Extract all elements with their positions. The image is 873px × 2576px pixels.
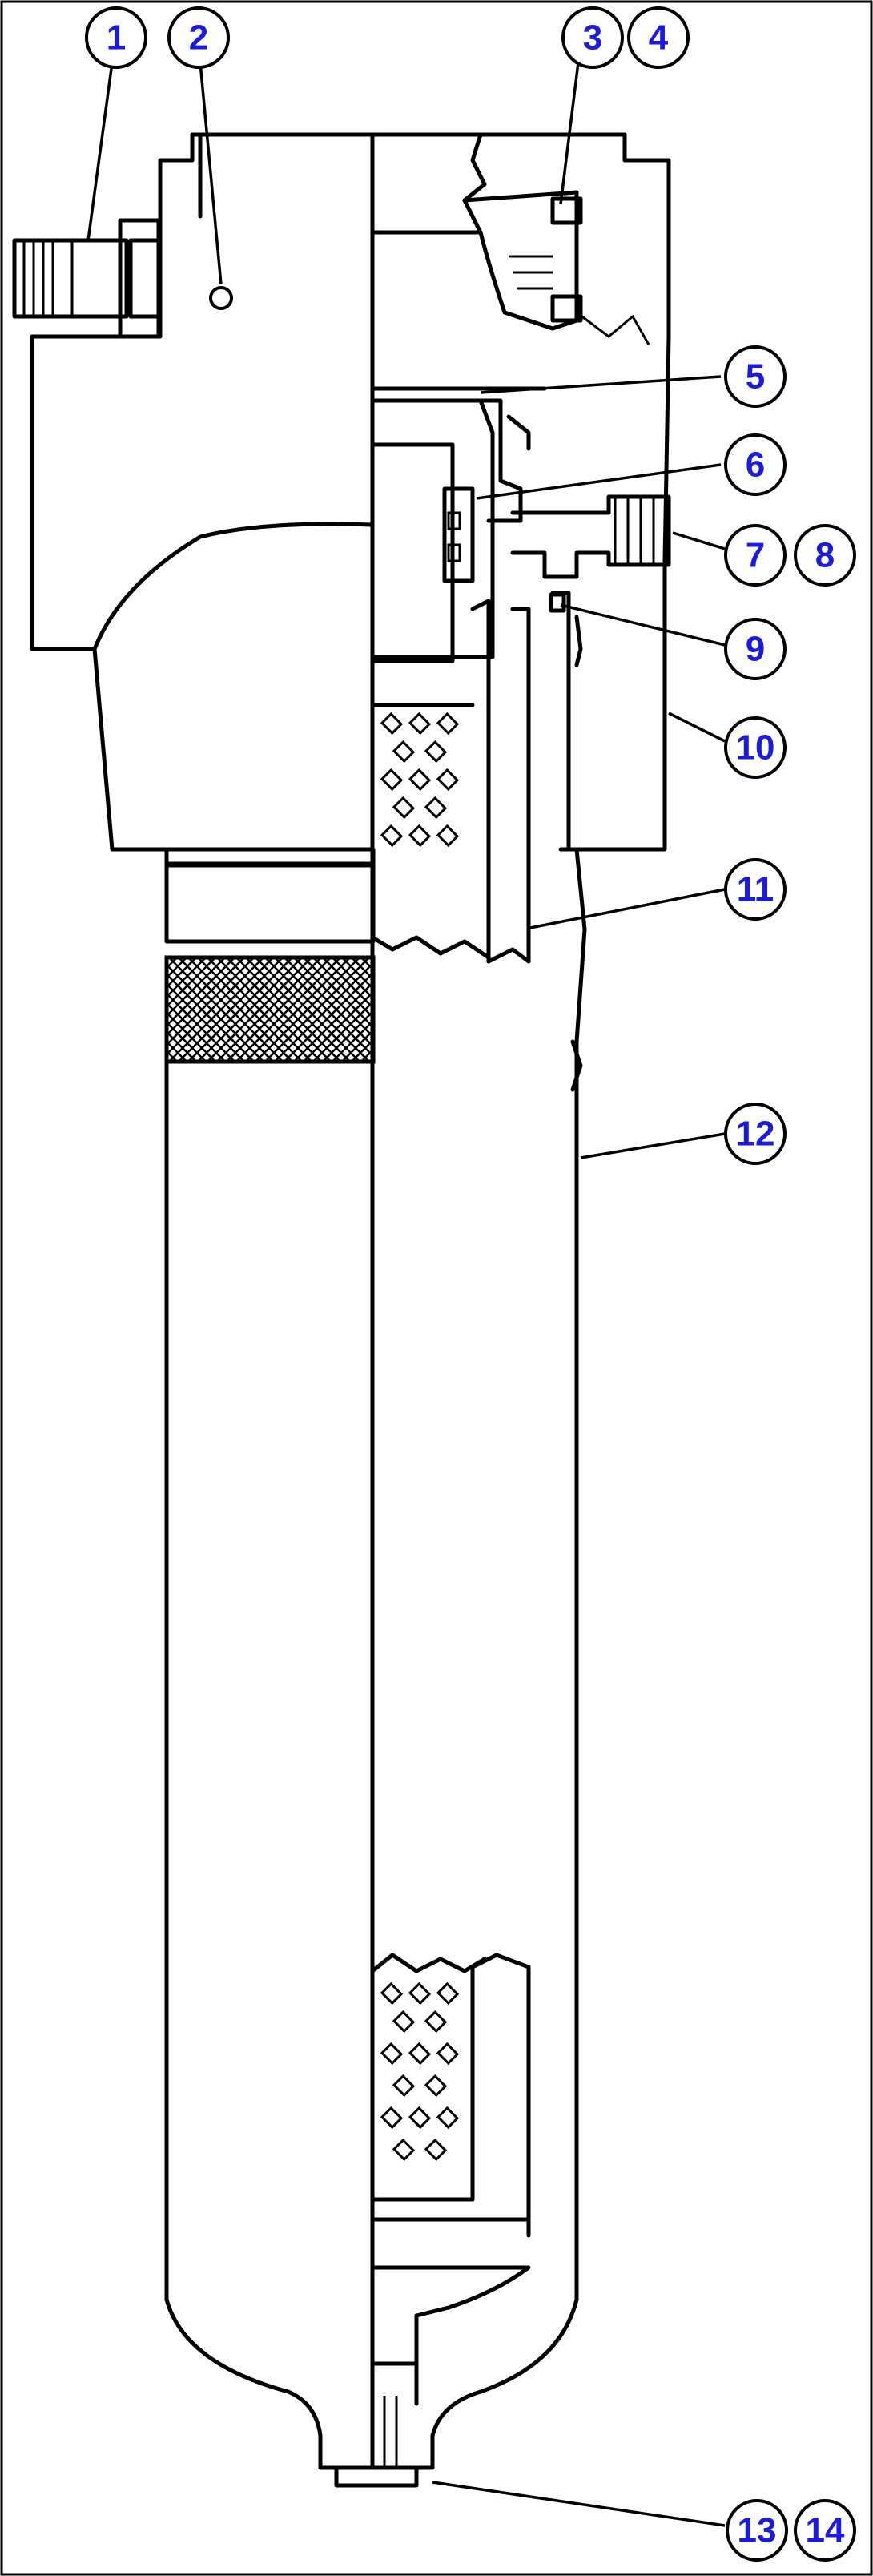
callout-10: 10 <box>724 716 787 779</box>
callout-label: 8 <box>815 536 835 575</box>
head-section <box>370 132 671 964</box>
callout-label: 13 <box>738 2511 777 2550</box>
callout-label: 14 <box>806 2511 845 2550</box>
callout-label: 5 <box>746 357 765 397</box>
filter-bowl <box>164 134 587 2488</box>
callout-14: 14 <box>794 2499 856 2562</box>
filter-element-bottom <box>370 1953 531 2406</box>
callout-label: 1 <box>107 18 126 58</box>
callout-label: 12 <box>736 1115 775 1154</box>
callout-label: 11 <box>737 870 774 909</box>
callout-8: 8 <box>794 524 856 587</box>
callout-label: 4 <box>649 18 669 58</box>
callout-label: 9 <box>746 630 765 669</box>
inlet-fitting <box>12 218 161 339</box>
callout-7: 7 <box>724 524 787 587</box>
callout-2: 2 <box>167 6 230 69</box>
callout-3: 3 <box>561 6 624 69</box>
plug-hole <box>209 286 233 310</box>
bowl-collar <box>164 847 376 1064</box>
callout-label: 7 <box>746 536 765 575</box>
callout-label: 3 <box>583 18 602 58</box>
callout-6: 6 <box>724 433 787 496</box>
callout-11: 11 <box>724 858 787 921</box>
filter-element-top <box>370 703 531 964</box>
callout-12: 12 <box>724 1103 787 1165</box>
callout-4: 4 <box>627 6 690 69</box>
callout-9: 9 <box>724 618 787 680</box>
callout-13: 13 <box>726 2499 788 2562</box>
callout-label: 10 <box>736 728 775 768</box>
leader-lines <box>86 62 726 2527</box>
callout-label: 2 <box>189 18 208 58</box>
callout-5: 5 <box>724 345 787 408</box>
callout-1: 1 <box>85 6 147 69</box>
callout-label: 6 <box>746 445 765 485</box>
